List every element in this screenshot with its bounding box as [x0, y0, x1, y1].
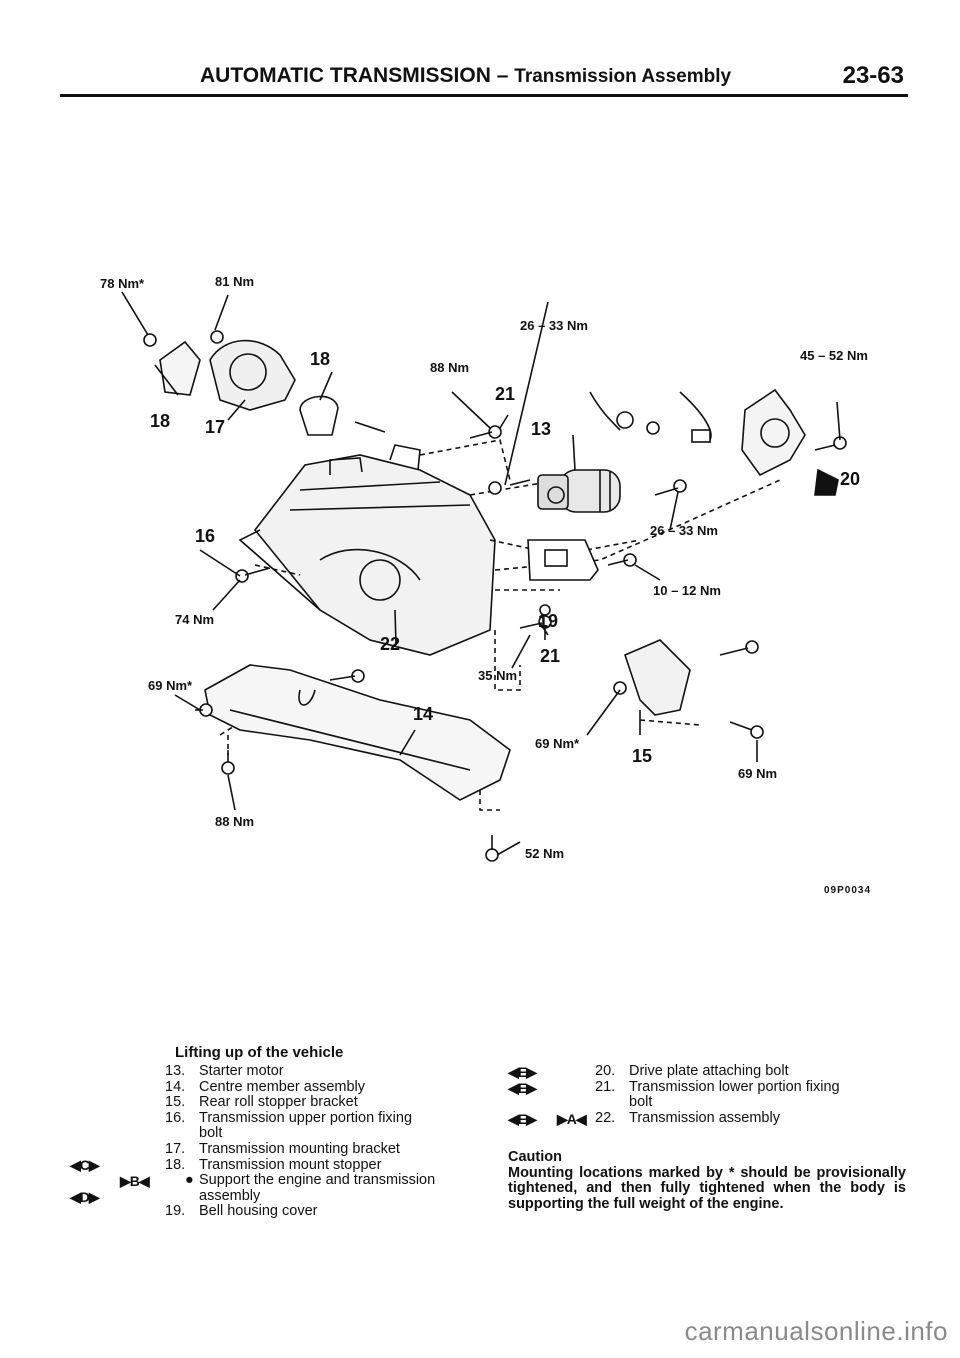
diagram-artwork — [121, 291, 847, 862]
procedure-symbol-e: ◀E▶ — [508, 1064, 537, 1080]
drive-plate — [741, 388, 806, 477]
callout-20: 20 — [840, 469, 860, 489]
torque-52: 52 Nm — [525, 846, 564, 861]
section-title: AUTOMATIC TRANSMISSION — [200, 64, 491, 87]
callout-22: 22 — [380, 634, 400, 654]
torque-81: 81 Nm — [215, 274, 254, 289]
centre-member — [204, 664, 511, 801]
torque-78: 78 Nm* — [100, 276, 145, 291]
page-header: AUTOMATIC TRANSMISSION – Transmission As… — [60, 60, 908, 97]
caution-body: Mounting locations marked by * should be… — [508, 1164, 906, 1212]
bullet-item: ● Support the engine and transmission as… — [185, 1172, 436, 1204]
transmission-case — [253, 454, 496, 656]
torque-88-lower: 88 Nm — [215, 814, 254, 829]
starter-motor — [537, 469, 621, 513]
callout-21-lower: 21 — [540, 646, 560, 666]
torque-10-12: 10 – 12 Nm — [653, 583, 721, 598]
procedure-symbol-e: ◀E▶ — [508, 1080, 537, 1096]
list-item: 16. Transmission upper portion fixing bo… — [165, 1109, 413, 1142]
removal-list-left: 13. Starter motor 14. Centre member asse… — [165, 1063, 485, 1220]
callout-14: 14 — [413, 704, 433, 724]
callout-17: 17 — [205, 417, 225, 437]
mounting-bracket — [209, 339, 296, 411]
torque-74: 74 Nm — [175, 612, 214, 627]
callout-21-upper: 21 — [495, 384, 515, 404]
callout-16: 16 — [195, 526, 215, 546]
torque-69-middle: 69 Nm* — [535, 736, 580, 751]
rear-roll-bracket — [624, 639, 691, 716]
header-rule — [60, 94, 908, 97]
callout-13: 13 — [531, 419, 551, 439]
bolts — [143, 330, 847, 862]
caution-box: Caution Mounting locations marked by * s… — [508, 1149, 906, 1212]
list-item: 13. Starter motor — [165, 1063, 284, 1079]
leader-lines — [121, 291, 841, 856]
procedure-symbol-b: ▶B◀ — [120, 1173, 150, 1189]
figure-code: 09P0034 — [824, 885, 872, 896]
bell-housing-cover — [527, 539, 599, 581]
bolt-18 — [354, 421, 386, 433]
procedure-symbol-c: ◀C▶ — [70, 1157, 100, 1173]
torque-69-right: 69 Nm — [738, 766, 777, 781]
list-item: 21. Transmission lower portion fixing bo… — [595, 1078, 840, 1111]
removal-title: Lifting up of the vehicle — [175, 1044, 344, 1061]
mount-stopper — [159, 340, 201, 396]
exploded-diagram: 18 18 17 21 13 20 16 19 22 21 14 15 78 N… — [100, 274, 868, 862]
list-item: 20. Drive plate attaching bolt — [595, 1063, 789, 1079]
procedure-symbol-d: ◀D▶ — [70, 1189, 100, 1205]
procedure-symbol-e: ◀E▶ — [508, 1111, 537, 1127]
subsection-title: Transmission Assembly — [514, 66, 732, 87]
callout-18-bracket: 18 — [150, 411, 170, 431]
torque-45-52: 45 – 52 Nm — [800, 348, 868, 363]
list-item: 17. Transmission mounting bracket — [165, 1140, 400, 1157]
page-title: AUTOMATIC TRANSMISSION – Transmission As… — [200, 64, 731, 88]
list-item: 14. Centre member assembly — [165, 1078, 365, 1095]
removal-list-right: 20. Drive plate attaching bolt 21. Trans… — [595, 1063, 885, 1126]
callout-18-stopper: 18 — [310, 349, 330, 369]
caution-title: Caution — [508, 1149, 562, 1165]
torque-69-left: 69 Nm* — [148, 678, 193, 693]
torque-26-33-upper: 26 – 33 Nm — [520, 318, 588, 333]
watermark: carmanualsonline.info — [684, 1316, 948, 1346]
procedure-symbol-a: ▶A◀ — [557, 1111, 587, 1127]
list-item: 15. Rear roll stopper bracket — [165, 1094, 358, 1111]
torque-35: 35 Nm — [478, 668, 517, 683]
torque-26-33-lower: 26 – 33 Nm — [650, 523, 718, 538]
list-item: 18. Transmission mount stopper — [165, 1156, 382, 1173]
page-number: 23-63 — [842, 62, 904, 89]
stopper-18 — [299, 395, 339, 436]
list-item: 19. Bell housing cover — [165, 1203, 318, 1220]
title-dash: – — [496, 64, 509, 87]
bullet-dot: ● — [185, 1172, 194, 1189]
list-item: 22. Transmission assembly — [595, 1109, 780, 1126]
callout-19: 19 — [538, 611, 558, 631]
callout-15: 15 — [632, 746, 652, 766]
torque-88-upper: 88 Nm — [430, 360, 469, 375]
